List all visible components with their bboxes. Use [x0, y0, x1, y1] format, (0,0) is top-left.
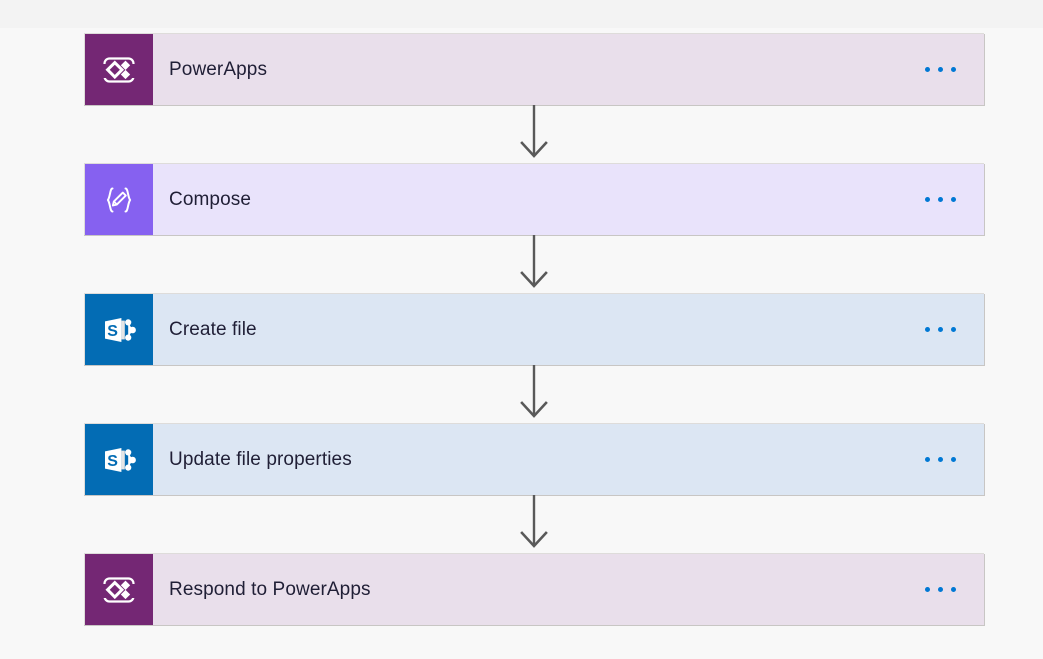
arrow-down-icon [84, 365, 984, 423]
sharepoint-icon: S [85, 424, 153, 495]
more-commands-icon[interactable] [923, 61, 958, 78]
flow-step-title: Update file properties [169, 448, 352, 470]
flow-step-body: Respond to PowerApps [153, 554, 984, 625]
flow-step-body: PowerApps [153, 34, 984, 105]
flow-step-body: Compose [153, 164, 984, 235]
more-commands-icon[interactable] [923, 451, 958, 468]
svg-text:S: S [107, 453, 118, 470]
canvas-top-strip [0, 0, 1043, 28]
more-commands-icon[interactable] [923, 321, 958, 338]
flow-step-body: Update file properties [153, 424, 984, 495]
flow-step-card[interactable]: S Update file properties [84, 423, 984, 495]
more-commands-icon[interactable] [923, 581, 958, 598]
flow-step-card[interactable]: S Create file [84, 293, 984, 365]
flow-step-title: Respond to PowerApps [169, 578, 371, 600]
flow-step-card[interactable]: Respond to PowerApps [84, 553, 984, 625]
powerapps-icon [85, 554, 153, 625]
svg-text:S: S [107, 323, 118, 340]
powerapps-icon [85, 34, 153, 105]
flow-step-card[interactable]: PowerApps [84, 33, 984, 105]
flow-step-title: PowerApps [169, 58, 268, 80]
flow-step-title: Create file [169, 318, 257, 340]
flow-step-title: Compose [169, 188, 252, 210]
arrow-down-icon [84, 235, 984, 293]
arrow-down-icon [84, 495, 984, 553]
arrow-down-icon [84, 105, 984, 163]
flow-step-card[interactable]: Compose [84, 163, 984, 235]
more-commands-icon[interactable] [923, 191, 958, 208]
sharepoint-icon: S [85, 294, 153, 365]
flow-step-body: Create file [153, 294, 984, 365]
compose-icon [85, 164, 153, 235]
